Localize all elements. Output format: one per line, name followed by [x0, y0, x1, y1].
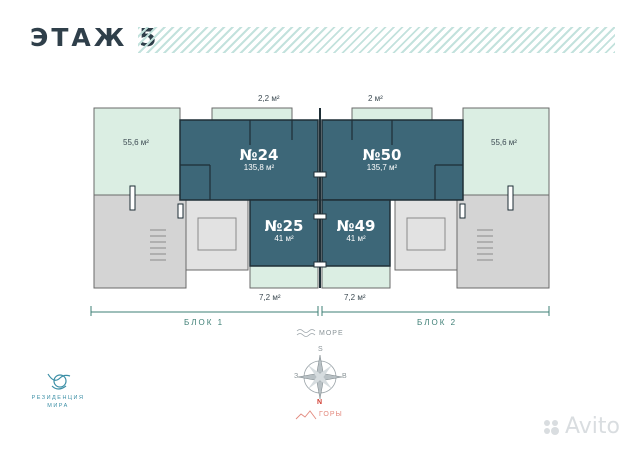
mountains-icon — [295, 410, 317, 420]
logo-bird-icon — [47, 373, 71, 390]
apartment-49-shape[interactable] — [321, 199, 391, 267]
logo-line-1: РЕЗИДЕНЦИЯ — [31, 395, 85, 401]
apartment-50[interactable]: №50 135,7 м² — [352, 147, 412, 173]
floor-title: ЭТАЖ 5 — [30, 23, 160, 52]
apartment-area: 41 м² — [346, 234, 366, 243]
block-2-label: БЛОК 2 — [417, 318, 458, 327]
compass-west: З — [294, 373, 300, 380]
apartment-number: №25 — [264, 217, 304, 235]
apartment-area: 135,7 м² — [366, 163, 398, 172]
decorative-stripes — [138, 27, 615, 53]
terrace-right — [462, 107, 550, 196]
logo-line-2: МИРА — [47, 403, 69, 409]
terrace-left — [93, 107, 181, 196]
compass-east: В — [342, 373, 348, 380]
apartment-number: №50 — [362, 146, 402, 164]
apartment-area: 41 м² — [274, 234, 294, 243]
apartment-number: №24 — [239, 146, 279, 164]
terrace-right-area: 55,6 м² — [491, 138, 517, 147]
terrace-left-area: 55,6 м² — [123, 138, 149, 147]
terrace-top-left-area: 2,2 м² — [258, 94, 280, 103]
terrace-bottom-left — [249, 265, 319, 289]
terrace-bottom-left-area: 7,2 м² — [259, 293, 281, 302]
logo: РЕЗИДЕНЦИЯ МИРА — [28, 394, 88, 410]
avito-logo-icon — [544, 420, 559, 435]
apartment-number: №49 — [336, 217, 376, 235]
stair-core-right — [394, 199, 458, 271]
apartment-24-shape[interactable] — [179, 119, 319, 201]
block-1-label: БЛОК 1 — [184, 318, 225, 327]
terrace-top-right-area: 2 м² — [368, 94, 383, 103]
compass-south: S — [318, 346, 324, 353]
sea-waves-icon — [296, 329, 316, 337]
terrace-bottom-right — [321, 265, 391, 289]
apartment-25[interactable]: №25 41 м² — [259, 218, 309, 244]
common-area-left — [93, 194, 187, 289]
compass-rose — [297, 354, 343, 400]
apartment-25-shape[interactable] — [249, 199, 319, 267]
avito-watermark: Avito — [565, 414, 620, 439]
mountains-label: ГОРЫ — [319, 411, 343, 418]
terrace-bottom-right-area: 7,2 м² — [344, 293, 366, 302]
apartment-24[interactable]: №24 135,8 м² — [229, 147, 289, 173]
common-area-right — [456, 194, 550, 289]
stair-core-left — [185, 199, 249, 271]
compass-north: N — [317, 399, 324, 406]
apartment-49[interactable]: №49 41 м² — [331, 218, 381, 244]
sea-label: МОРЕ — [319, 330, 344, 337]
apartment-area: 135,8 м² — [243, 163, 275, 172]
